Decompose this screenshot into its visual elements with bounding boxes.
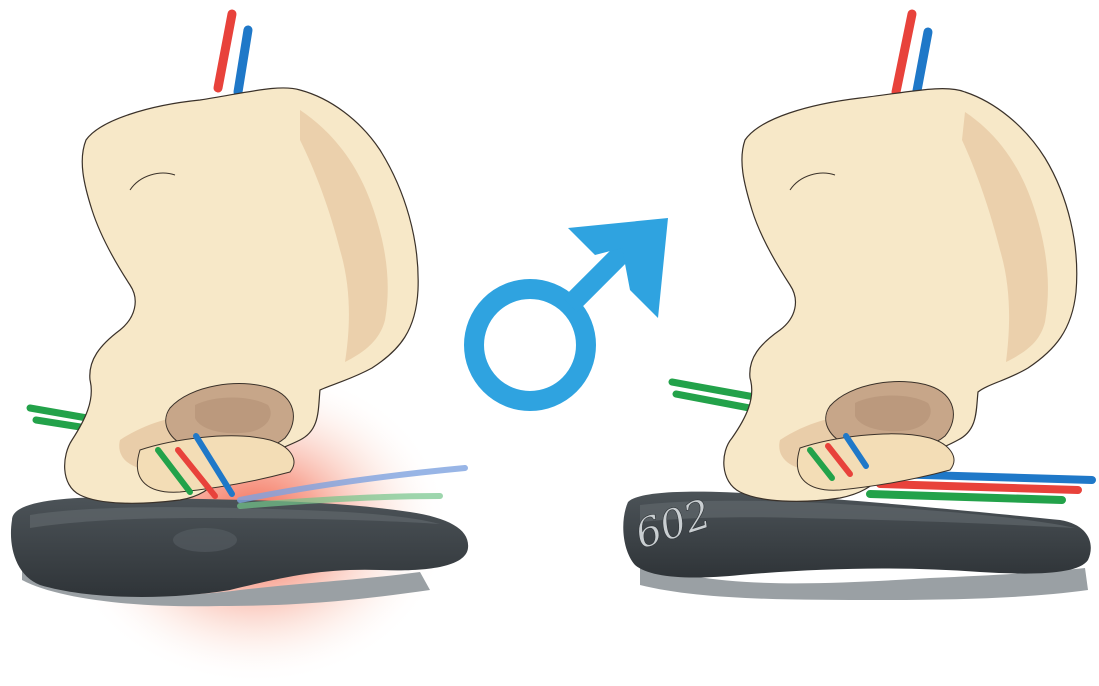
vein-top-left	[238, 30, 248, 92]
artery-exit-right	[880, 484, 1078, 490]
nerve-exit-right	[870, 494, 1062, 500]
right-saddle: 602	[623, 491, 1091, 600]
artery-top-left	[218, 14, 232, 88]
left-top-vessels	[218, 14, 248, 92]
right-top-vessels	[896, 14, 928, 96]
artery-top-right	[896, 14, 912, 92]
male-symbol-icon	[474, 218, 668, 401]
left-panel	[11, 14, 468, 685]
right-pelvis	[724, 89, 1077, 502]
vein-top-right	[916, 32, 928, 96]
saddle-pad-left	[173, 528, 237, 552]
pelvic-cavity-right-inner	[855, 396, 931, 432]
male-symbol-ring	[474, 289, 586, 401]
pelvic-cavity-left-inner	[195, 398, 271, 434]
right-panel: 602	[623, 14, 1092, 600]
